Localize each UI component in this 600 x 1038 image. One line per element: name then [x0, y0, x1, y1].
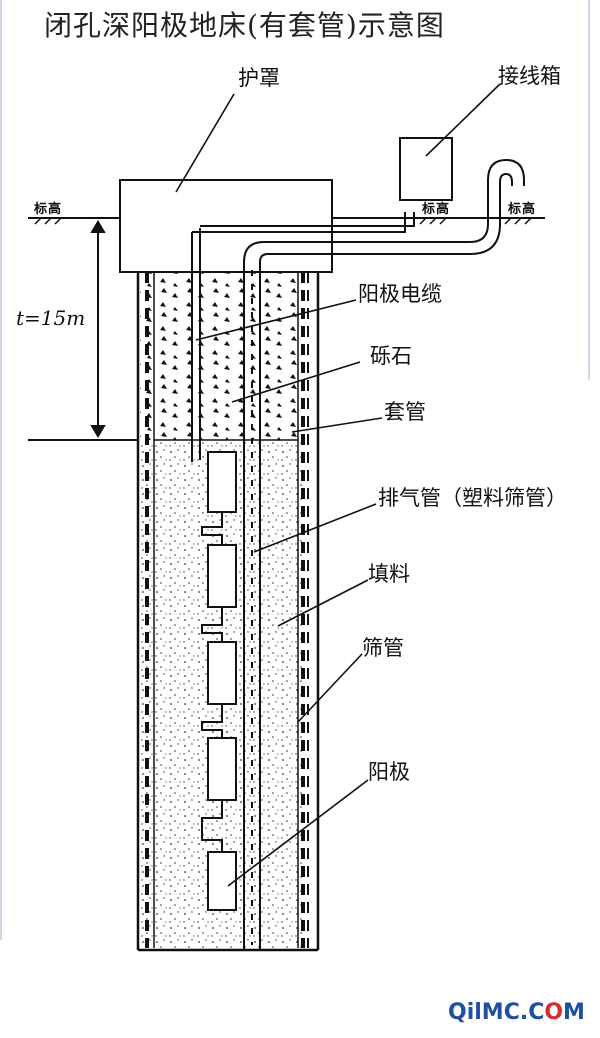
- label-backfill: 填料: [368, 562, 410, 586]
- label-screen-pipe: 筛管: [362, 636, 404, 660]
- ground-mark-middle: 标高: [422, 202, 451, 217]
- label-anode-cable: 阳极电缆: [358, 282, 442, 306]
- label-gravel: 砾石: [370, 344, 412, 368]
- diagram-title: 闭孔深阳极地床(有套管)示意图: [44, 9, 445, 42]
- ground-mark-right: 标高: [508, 202, 537, 217]
- label-cover: 护罩: [238, 66, 280, 90]
- casing-tube: [136, 270, 320, 952]
- depth-dimension: [28, 220, 138, 441]
- label-casing: 套管: [384, 400, 426, 424]
- vent-pipe: [243, 158, 525, 950]
- junction-box: [399, 137, 453, 201]
- gravel-zone: [140, 272, 302, 440]
- site-watermark: QilMC.COM: [448, 1000, 585, 1025]
- right-edge-border: [588, 0, 590, 380]
- ground-mark-left: 标高: [34, 202, 63, 217]
- leader-lines: [175, 83, 501, 887]
- label-vent-pipe: 排气管（塑料筛管）: [378, 486, 567, 510]
- depth-label: t=15m: [16, 306, 86, 330]
- label-anode: 阳极: [368, 760, 410, 784]
- cable-run: [191, 212, 415, 462]
- left-edge-border: [0, 0, 2, 940]
- anode-string: [201, 451, 237, 911]
- label-junction-box: 接线箱: [498, 64, 561, 88]
